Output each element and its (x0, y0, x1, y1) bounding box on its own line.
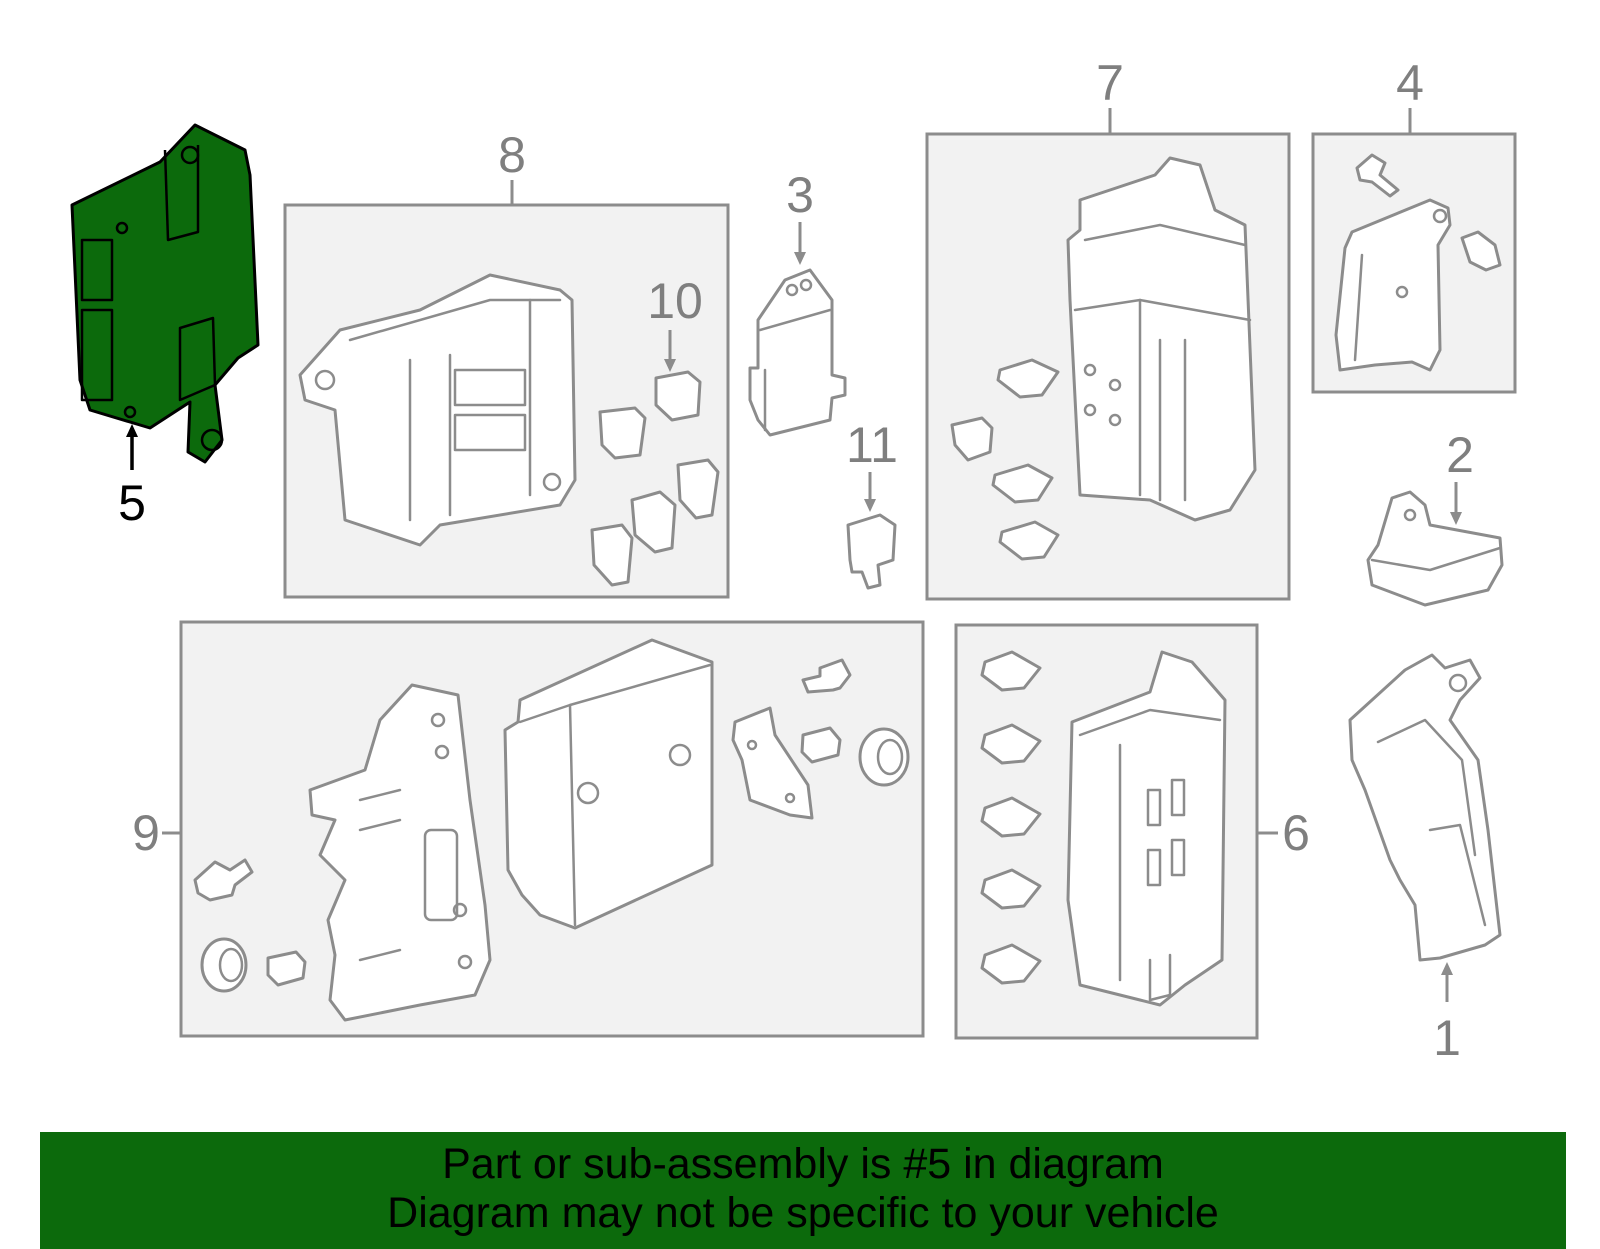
callout-3-label[interactable]: 3 (786, 167, 814, 223)
part-9-spacer[interactable] (800, 726, 842, 764)
part-7-fuse-block[interactable] (1066, 156, 1257, 522)
banner-line-1: Part or sub-assembly is #5 in diagram (442, 1140, 1164, 1188)
callout-4-label[interactable]: 4 (1396, 55, 1424, 111)
callout-8-label[interactable]: 8 (498, 127, 526, 183)
callout-2-label[interactable]: 2 (1446, 427, 1474, 483)
part-10-relay[interactable] (654, 370, 702, 422)
part-6-relay-group[interactable] (980, 650, 1042, 985)
callout-3-arrowhead (794, 252, 806, 265)
part-8-relay-group[interactable] (590, 406, 720, 587)
callout-2-arrowhead (1450, 512, 1462, 525)
callout-11-label[interactable]: 11 (846, 417, 898, 473)
callout-11-arrowhead (864, 499, 876, 512)
part-9-bracket[interactable] (308, 683, 492, 1022)
part-9-module[interactable] (503, 638, 714, 930)
banner-line-2: Diagram may not be specific to your vehi… (387, 1189, 1219, 1237)
callout-10-label[interactable]: 10 (647, 273, 703, 329)
part-9-screw-top[interactable] (801, 658, 852, 694)
part-4-bracket[interactable] (1334, 198, 1452, 372)
callout-5-arrowhead (126, 424, 138, 437)
part-3-module[interactable] (748, 268, 847, 437)
callout-6-label[interactable]: 6 (1282, 805, 1310, 861)
part-6-fuse-block[interactable] (1066, 650, 1227, 1007)
part-5-module[interactable] (70, 123, 260, 464)
part-9-bracket-small[interactable] (731, 706, 814, 820)
part-9-screw-left[interactable] (193, 858, 254, 902)
callout-10-arrowhead (664, 359, 676, 372)
part-4-clip[interactable] (1460, 230, 1502, 272)
callout-5-label[interactable]: 5 (118, 475, 146, 531)
part-8-fuse-block[interactable] (298, 273, 577, 547)
callout-1-label[interactable]: 1 (1433, 1010, 1461, 1066)
part-9-grommet-top[interactable] (858, 727, 910, 787)
callout-9-label[interactable]: 9 (132, 805, 160, 861)
part-2-module[interactable] (1366, 490, 1504, 607)
part-4-screw[interactable] (1355, 153, 1400, 198)
part-11-relay[interactable] (846, 513, 897, 590)
callout-1-arrowhead (1441, 962, 1453, 975)
info-banner: Part or sub-assembly is #5 in diagram Di… (40, 1132, 1566, 1249)
part-9-spacer-left[interactable] (266, 950, 307, 987)
part-1-bracket[interactable] (1348, 653, 1502, 962)
callout-7-label[interactable]: 7 (1096, 55, 1124, 111)
part-9-grommet-left[interactable] (200, 937, 248, 993)
part-7-relay-group[interactable] (950, 358, 1060, 561)
